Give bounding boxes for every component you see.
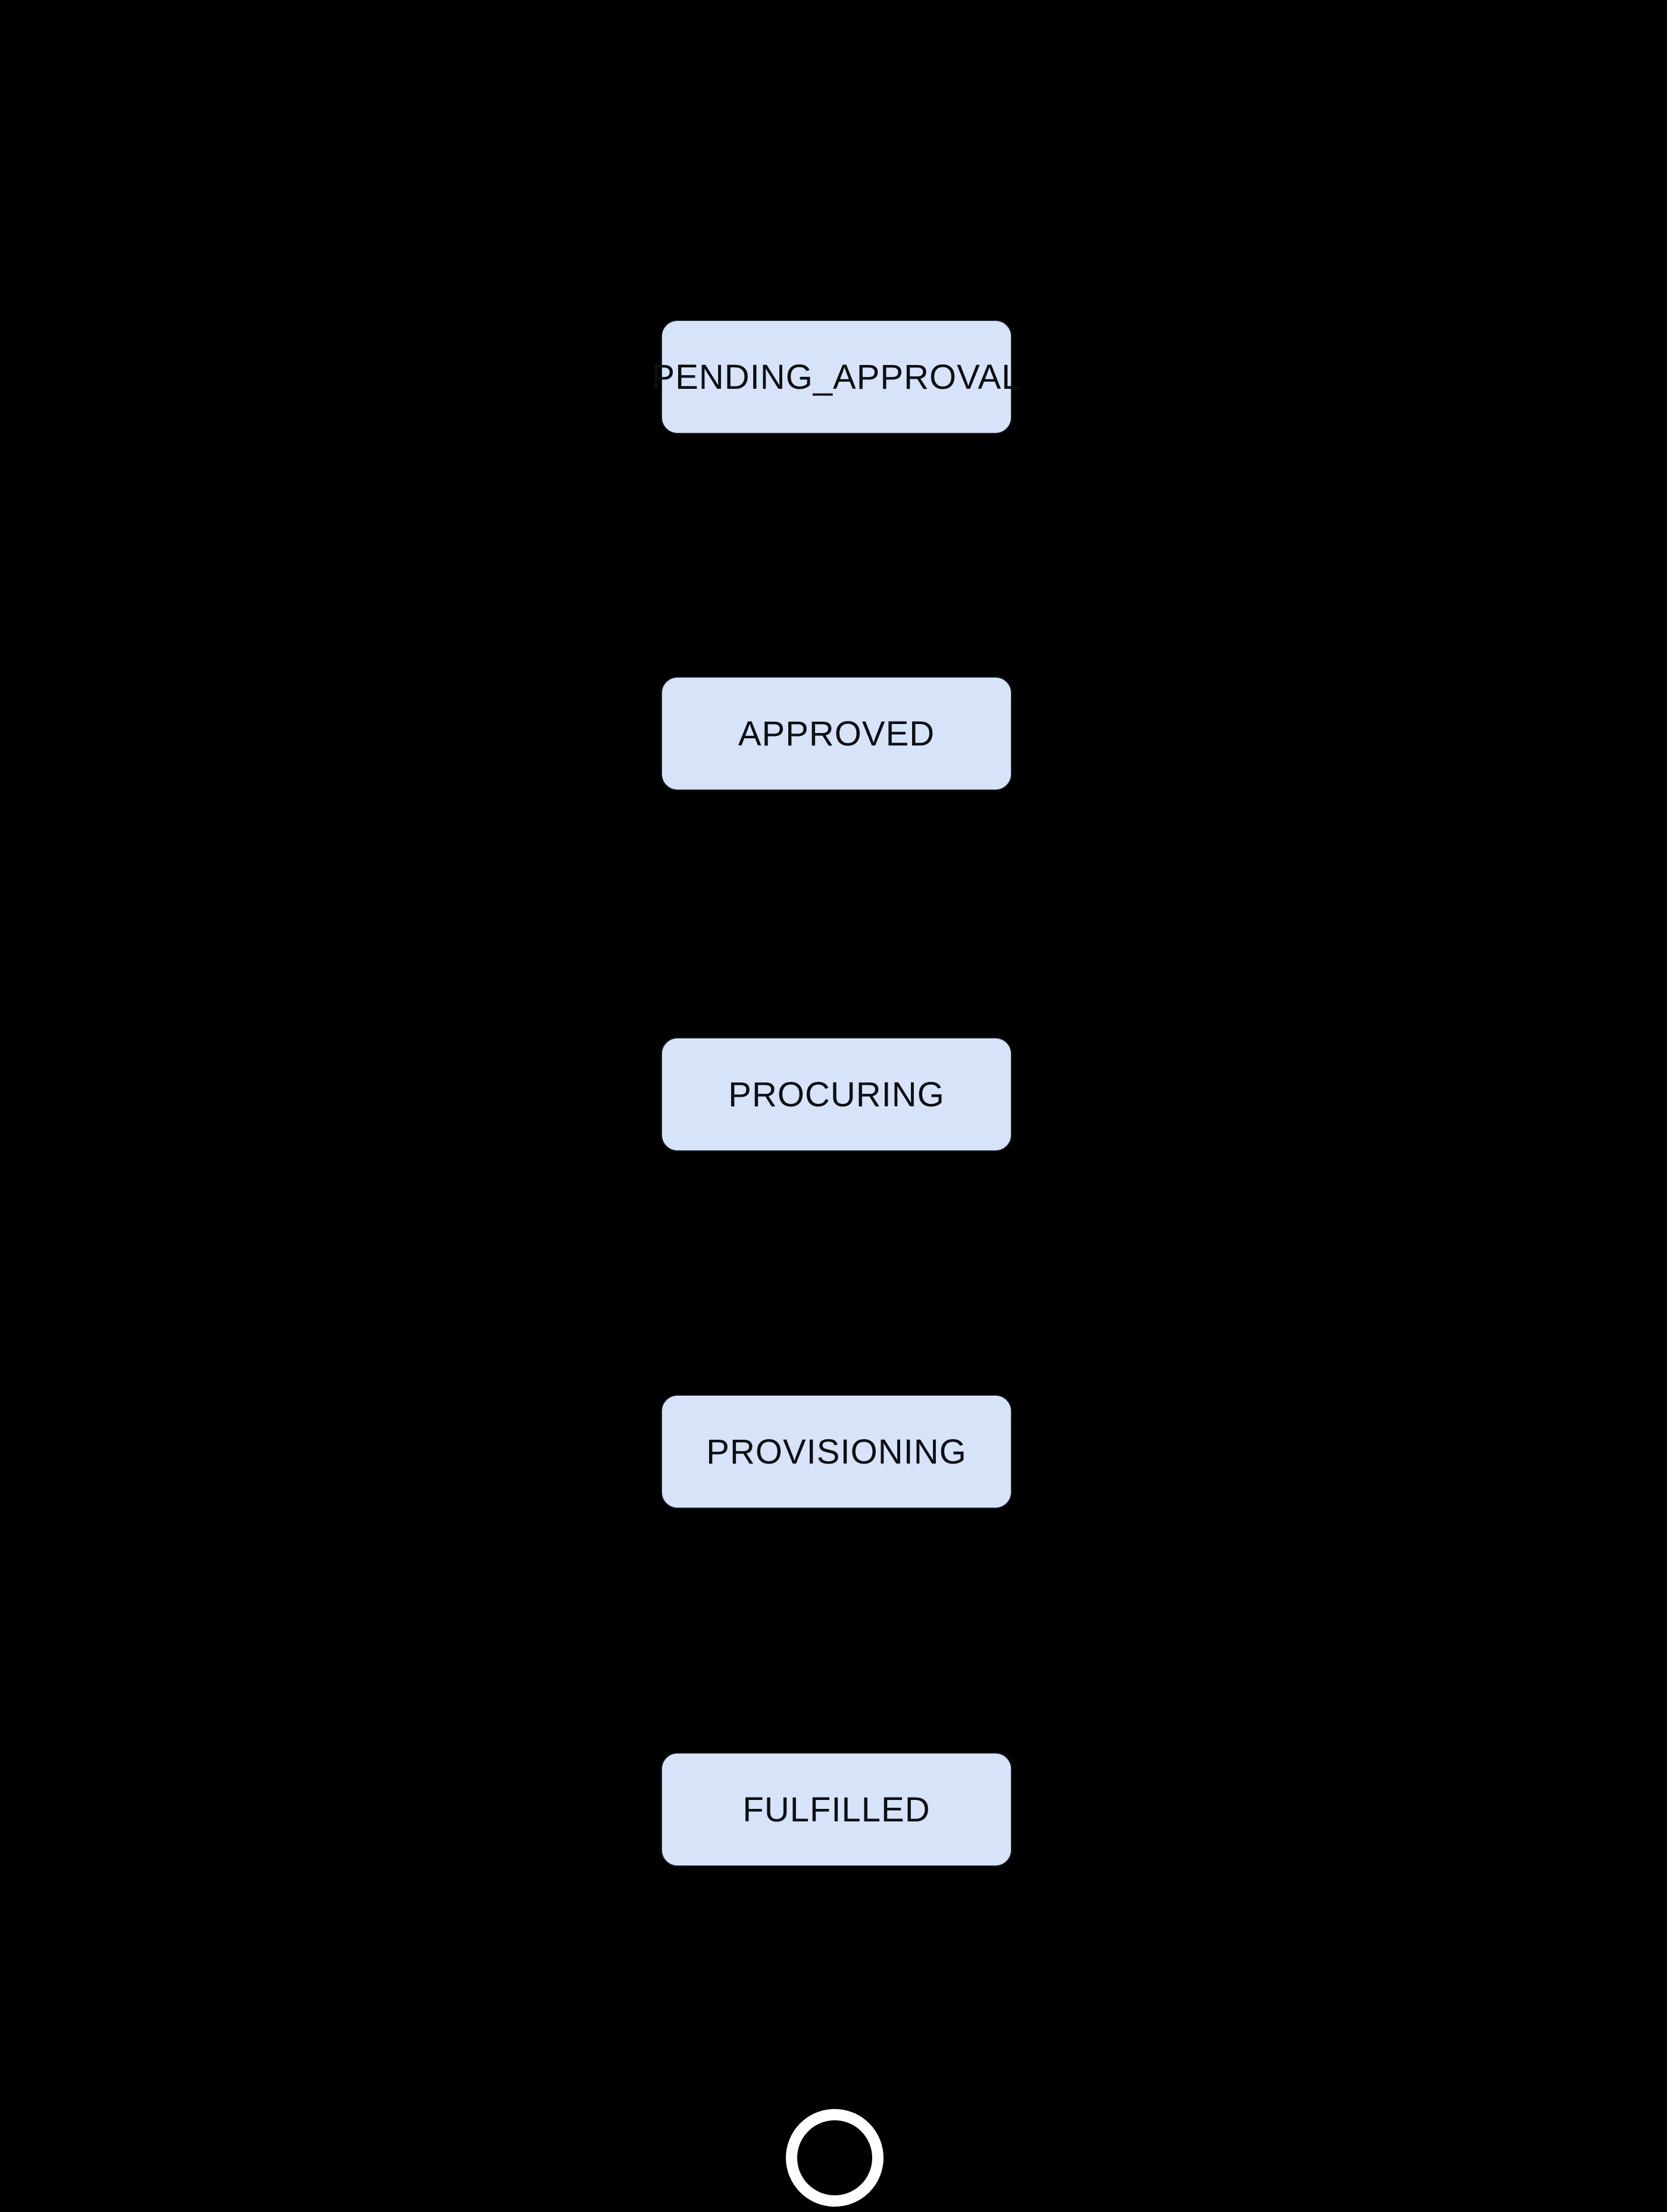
state-label: PENDING_APPROVAL — [651, 357, 1022, 397]
state-node-procuring: PROCURING — [661, 1037, 1012, 1152]
state-label: FULFILLED — [742, 1790, 931, 1829]
state-label: APPROVED — [738, 714, 935, 753]
state-node-fulfilled: FULFILLED — [661, 1752, 1012, 1867]
state-node-approved: APPROVED — [661, 676, 1012, 791]
final-state-icon — [786, 2109, 884, 2207]
state-label: PROVISIONING — [706, 1432, 967, 1471]
state-node-provisioning: PROVISIONING — [661, 1394, 1012, 1509]
state-label: PROCURING — [728, 1075, 945, 1114]
state-node-pending-approval: PENDING_APPROVAL — [652, 320, 1020, 434]
